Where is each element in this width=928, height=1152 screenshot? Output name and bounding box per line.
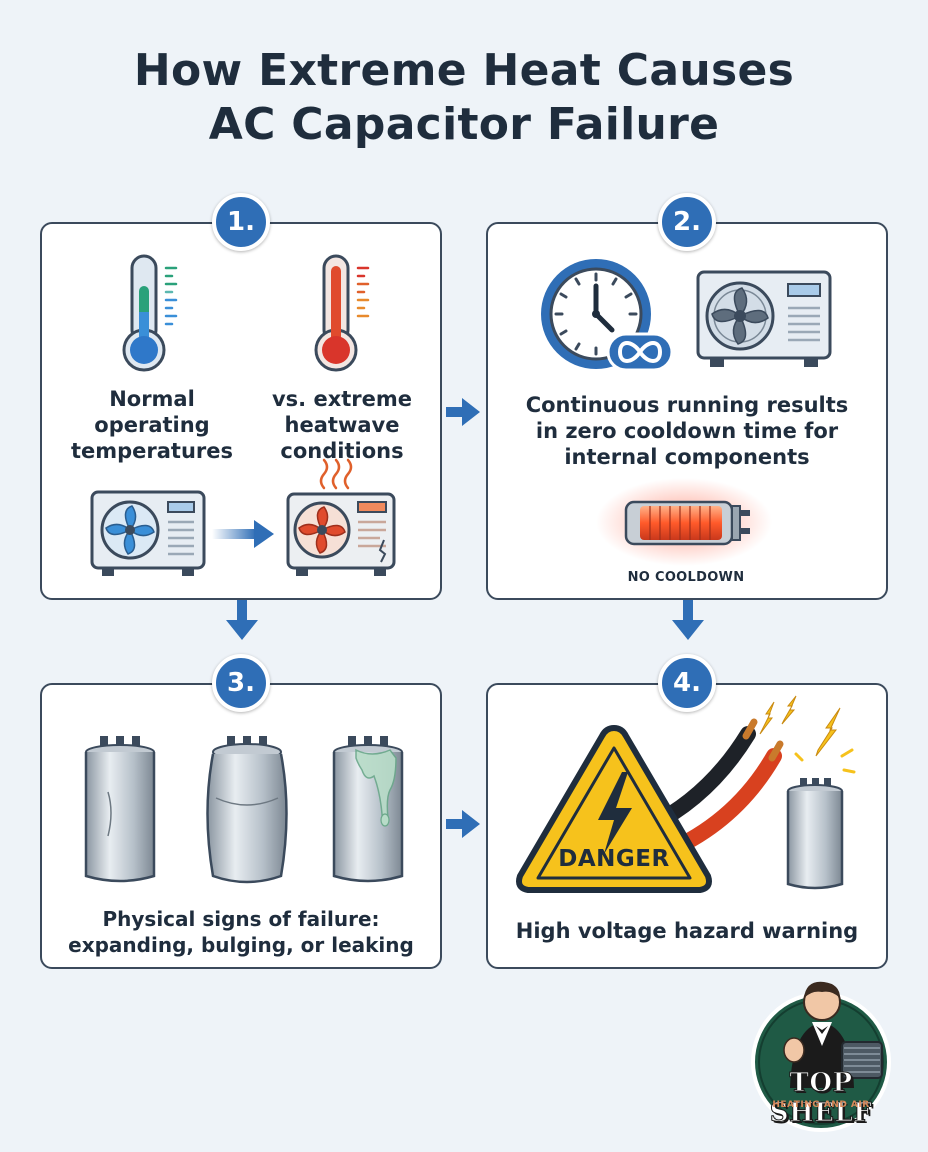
step-2-badge: 2. <box>658 193 716 251</box>
page-title: How Extreme Heat Causes AC Capacitor Fai… <box>0 44 928 152</box>
normal-thermometer-icon <box>122 254 178 372</box>
high-voltage-caption: High voltage hazard warning <box>515 919 859 943</box>
hot-thermometer-icon <box>314 254 370 372</box>
title-line-1: How Extreme Heat Causes <box>133 45 795 96</box>
capacitor-icon <box>786 778 844 890</box>
top-shelf-logo: TOP SHELF HEATING AND AIR <box>746 976 896 1134</box>
ac-unit-icon <box>696 270 832 367</box>
normal-capacitor-icon <box>84 736 156 883</box>
step-3-badge: 3. <box>212 654 270 712</box>
title-line-2: AC Capacitor Failure <box>208 99 720 150</box>
logo-emblem <box>751 981 891 1132</box>
infinity-icon <box>610 336 611 337</box>
arrow-step3-to-step4-icon <box>446 810 480 838</box>
logo-tagline: HEATING AND AIR <box>772 1100 870 1110</box>
arrow-step2-to-step4-icon <box>672 600 704 640</box>
danger-sign-text: DANGER <box>558 846 670 872</box>
logo-name: TOP SHELF <box>769 1068 873 1129</box>
no-cooldown-label: NO COOLDOWN <box>627 570 745 585</box>
leaking-capacitor-icon <box>332 736 404 883</box>
danger-warning-icon <box>516 725 712 893</box>
arrow-step1-to-step3-icon <box>226 600 258 640</box>
continuous-running-caption: Continuous running results in zero coold… <box>525 393 849 469</box>
heatwave-conditions-caption: vs. extreme heatwave conditions <box>271 387 413 463</box>
normal-temperatures-caption: Normal operating temperatures <box>70 387 234 463</box>
spark-icon <box>759 695 856 774</box>
transition-arrow-icon <box>212 520 274 548</box>
step-4-badge: 4. <box>658 654 716 712</box>
step-1-badge: 1. <box>212 193 270 251</box>
normal-ac-unit-icon <box>90 490 206 576</box>
bulging-capacitor-icon <box>206 736 288 884</box>
overheating-ac-unit-icon <box>286 458 396 576</box>
overheating-capacitor-icon <box>596 478 772 566</box>
arrow-step1-to-step2-icon <box>446 398 480 426</box>
physical-signs-caption: Physical signs of failure: expanding, bu… <box>68 907 414 957</box>
clock-icon <box>541 259 674 372</box>
